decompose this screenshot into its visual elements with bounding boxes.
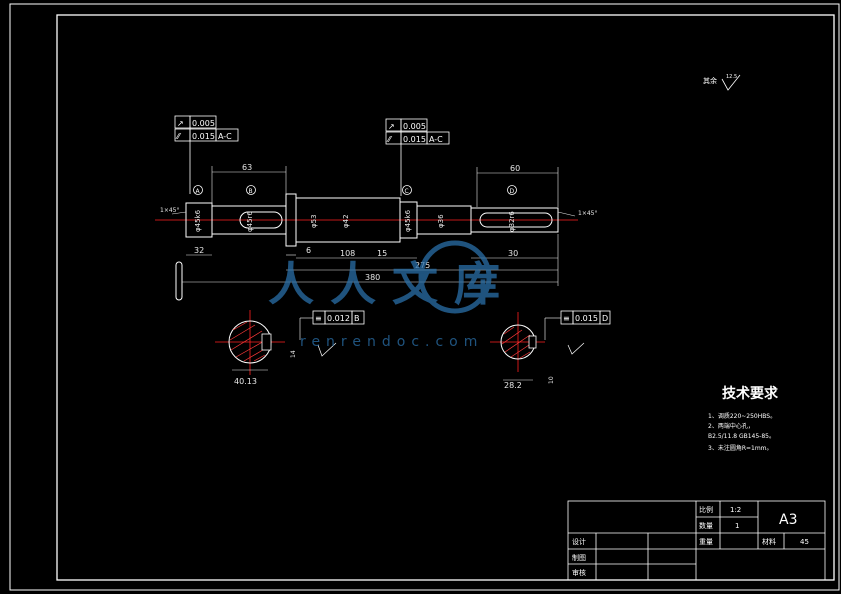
svg-text:↗: ↗ <box>388 122 395 131</box>
tb-scale-label: 比例 <box>699 505 713 514</box>
dimensions: 63 60 32 6 108 15 30 275 380 φ45k6 φ45r6… <box>160 163 597 286</box>
sec-right-key: 10 <box>548 376 555 384</box>
datum-d: D <box>510 188 515 195</box>
tol-section-b: 0.012 <box>327 314 350 323</box>
tech-line-2: 2、两端中心孔， <box>708 422 754 430</box>
tb-design-label: 设计 <box>572 537 586 546</box>
tb-weight-label: 重量 <box>699 538 713 546</box>
title-block: 比例 1:2 数量 1 A3 重量 材料 45 设计 制图 审核 <box>567 500 826 581</box>
svg-text:≡: ≡ <box>563 314 570 323</box>
dia-45-key: φ45r6 <box>246 211 254 232</box>
tol-mid-runout: 0.005 <box>403 122 426 131</box>
left-keyway <box>239 211 283 229</box>
watermark-main: 人人文库 <box>268 257 516 311</box>
tb-scale-value: 1:2 <box>730 506 741 514</box>
svg-text:↗: ↗ <box>177 119 184 128</box>
tb-review-label: 审核 <box>572 568 586 577</box>
tb-format: A3 <box>779 512 797 528</box>
dim-60: 60 <box>510 164 520 173</box>
roughness-note: 其余 12.5 <box>703 74 741 91</box>
tech-line-1: 1、调质220~250HBS。 <box>708 412 776 420</box>
tol-section-d-datum: D <box>602 314 608 323</box>
watermark: 人人文库 renrendoc.com <box>268 240 516 350</box>
tol-left-flatness: 0.015 <box>192 132 215 141</box>
right-keyway <box>479 212 553 228</box>
datum-c: C <box>405 188 409 195</box>
section-right: ≡ 0.015 D 28.2 10 <box>490 310 611 390</box>
sec-right-dim: 28.2 <box>504 381 522 390</box>
roughness-value: 12.5 <box>726 74 737 80</box>
roughness-symbol <box>721 74 741 91</box>
inner-frame <box>56 14 835 581</box>
dia-32-key: φ32r6 <box>508 211 516 232</box>
watermark-sub: renrendoc.com <box>300 334 483 350</box>
dia-42: φ42 <box>342 214 350 228</box>
svg-text:⁄⁄: ⁄⁄ <box>175 132 181 141</box>
tol-section-d: 0.015 <box>575 314 598 323</box>
datum-markers: A B C D <box>193 185 517 195</box>
tol-section-b-datum: B <box>354 314 360 323</box>
dia-36: φ36 <box>437 214 445 228</box>
tb-qty-value: 1 <box>735 522 739 530</box>
left-keyway-cut <box>261 333 272 351</box>
tb-material-label: 材料 <box>762 537 776 546</box>
right-keyway-cut <box>528 335 537 349</box>
dim-32: 32 <box>194 246 204 255</box>
sec-left-key: 14 <box>290 350 297 358</box>
tech-line-3: B2.5/11.8 GB145-85。 <box>708 433 775 440</box>
tol-mid-flatness: 0.015 <box>403 135 426 144</box>
svg-text:≡: ≡ <box>315 314 322 323</box>
svg-text:⁄⁄: ⁄⁄ <box>386 135 392 144</box>
dia-53: φ53 <box>310 214 318 228</box>
dim-6: 6 <box>306 246 311 255</box>
tol-left-datum: A-C <box>218 132 232 141</box>
roughness-label: 其余 <box>703 76 717 85</box>
tb-qty-label: 数量 <box>699 521 713 530</box>
section-left: ≡ 0.012 B 40.13 14 <box>215 310 365 386</box>
tech-line-4: 3、未注圆角R=1mm。 <box>708 444 773 452</box>
dim-15: 15 <box>377 249 387 258</box>
chamfer-right: 1×45° <box>578 210 597 217</box>
chamfer-left: 1×45° <box>160 207 179 214</box>
dia-45-mid: φ45k6 <box>404 209 412 232</box>
tech-title: 技术要求 <box>722 385 779 402</box>
tb-drawing-label: 制图 <box>572 553 586 562</box>
dim-108: 108 <box>340 249 355 258</box>
tb-material-value: 45 <box>800 538 809 546</box>
tolerance-frame-left: ↗ ⁄⁄ 0.005 0.015 A-C <box>174 115 239 194</box>
sec-left-dim: 40.13 <box>234 377 257 386</box>
dim-63: 63 <box>242 163 252 172</box>
right-key-section <box>470 207 559 233</box>
tol-mid-datum: A-C <box>429 135 443 144</box>
outer-frame <box>9 3 840 591</box>
dia-45-left: φ45k6 <box>194 209 202 232</box>
dim-30: 30 <box>508 249 518 258</box>
tolerance-frame-mid: ↗ ⁄⁄ 0.005 0.015 A-C <box>385 118 450 196</box>
key-profile <box>175 261 183 301</box>
tech-requirements: 技术要求 1、调质220~250HBS。 2、两端中心孔， B2.5/11.8 … <box>708 385 779 452</box>
dim-380: 380 <box>365 273 380 282</box>
datum-a: A <box>196 188 201 195</box>
shaft-main-view <box>155 193 578 301</box>
datum-b: B <box>249 188 253 195</box>
tol-left-runout: 0.005 <box>192 119 215 128</box>
